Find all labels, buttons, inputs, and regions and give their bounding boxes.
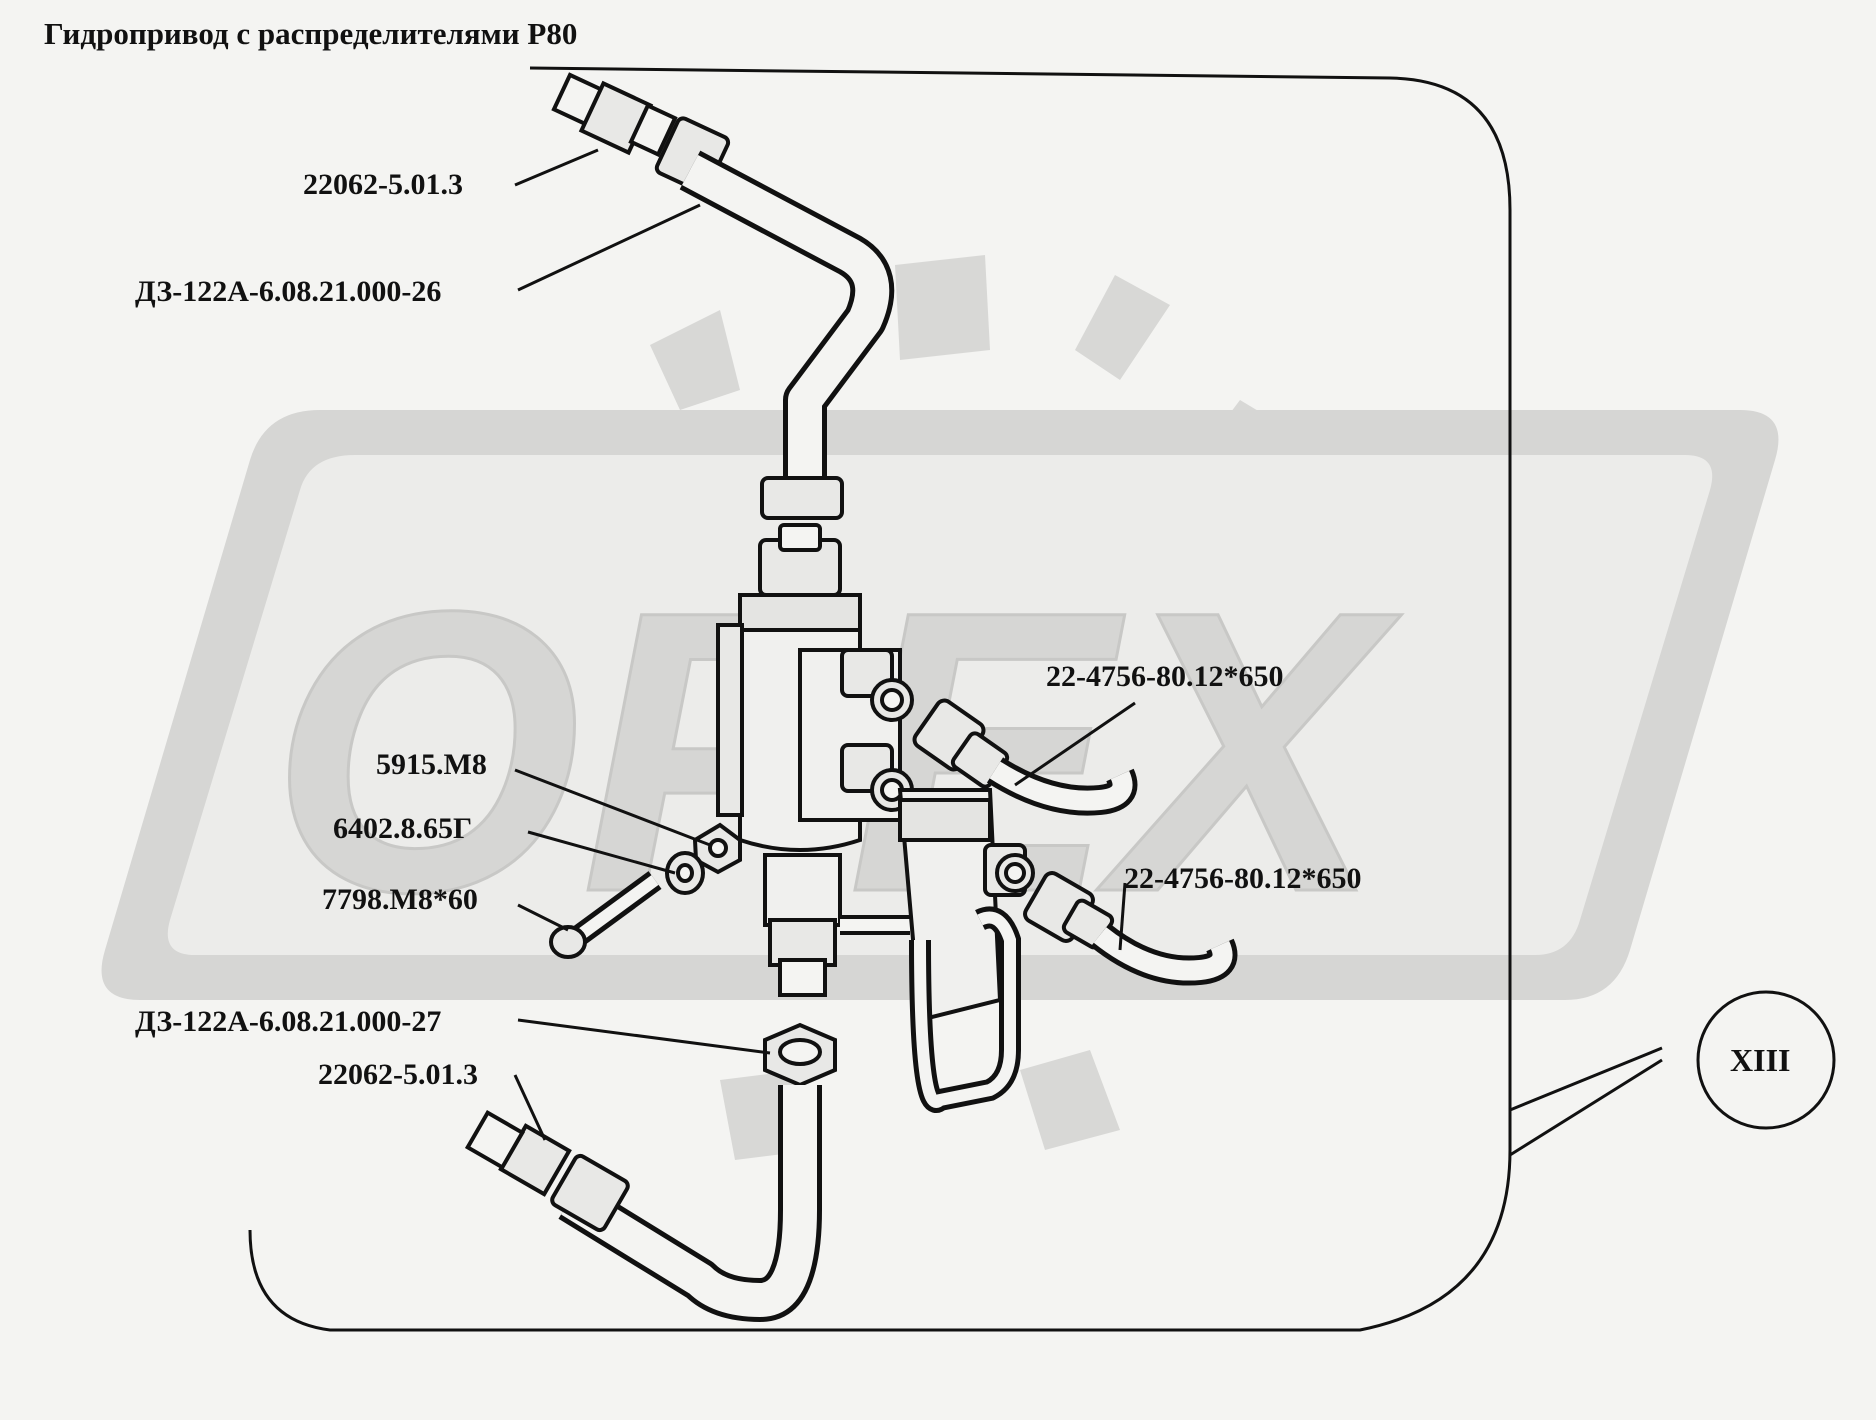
distributor-valve [716,523,914,997]
hose-upper [912,698,1138,816]
leader-lines [513,148,1136,1141]
label-hose-lower: 22-4756-80.12*650 [1124,862,1362,895]
label-nipple-top: 22062-5.01.3 [303,168,463,201]
pipe-top-nut [760,476,844,520]
fasteners [549,822,742,959]
nipple-bottom [464,1109,572,1197]
diagram-title: Гидропривод с распределителями Р80 [44,16,578,51]
label-hose-upper: 22-4756-80.12*650 [1046,660,1284,693]
second-valve [897,788,1035,1113]
bottom-pipe-assembly [464,1022,837,1322]
top-pipe-assembly [551,72,895,520]
callout-circle [1696,990,1836,1130]
union-nut-bottom [763,1022,837,1088]
label-nut: 5915.М8 [376,748,487,781]
label-pipe-bottom: ДЗ-122А-6.08.21.000-27 [135,1005,442,1038]
pipe-bottom-nut [550,1153,630,1233]
label-pipe-top: ДЗ-122А-6.08.21.000-26 [135,275,442,308]
label-washer: 6402.8.65Г [333,812,473,845]
callout-label: XIII [1730,1042,1791,1078]
label-nipple-bottom: 22062-5.01.3 [318,1058,478,1091]
nipple-top [551,72,678,158]
assembly-boundary [248,66,1663,1332]
hose-lower [1023,871,1238,986]
washer [665,851,705,895]
bolt [549,871,662,959]
valve-ports [840,648,914,812]
label-bolt: 7798.М8*60 [322,883,478,916]
